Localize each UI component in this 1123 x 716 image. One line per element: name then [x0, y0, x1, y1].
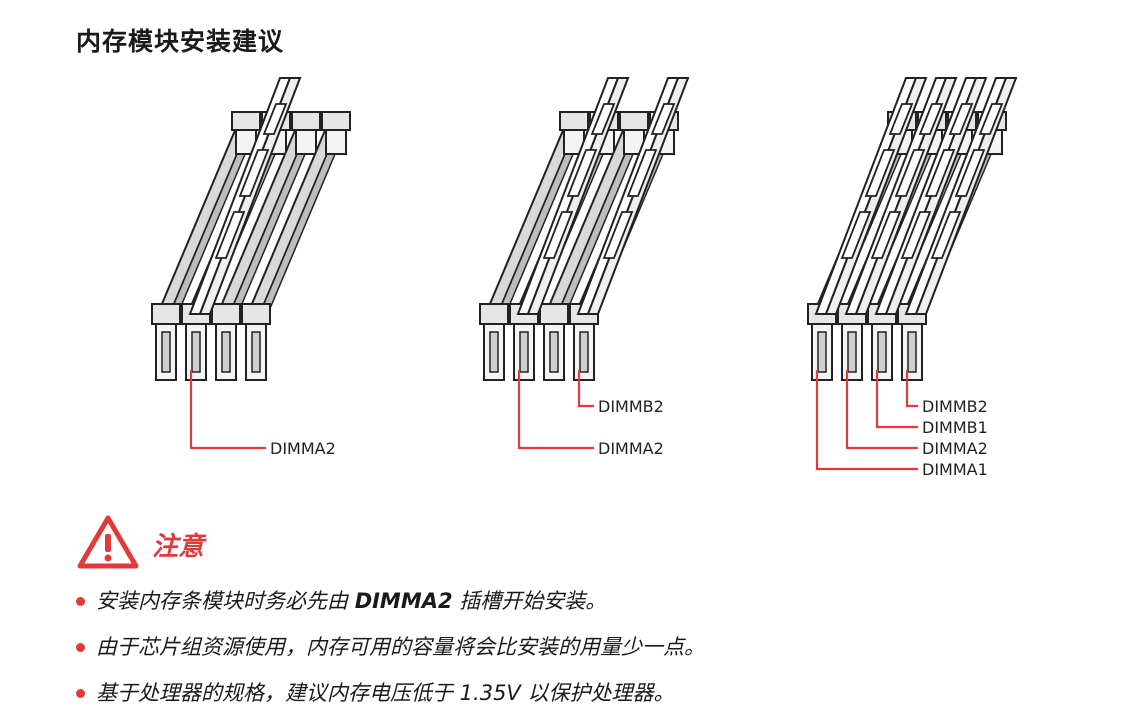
slot-label: DIMMB1 [922, 418, 988, 437]
callout-line-dimmb2 [577, 370, 594, 408]
slot-label: DIMMB2 [922, 397, 988, 416]
slot-label: DIMMA1 [922, 460, 988, 479]
notice-item: 基于处理器的规格，建议内存电压低于 1.35V 以保护处理器。 [76, 670, 1076, 716]
callout-line-dimmb2 [905, 370, 918, 408]
notice-header: 注意 [76, 514, 1076, 570]
callout-line-dimma2 [517, 370, 594, 450]
notice-text: 插槽开始安装。 [452, 589, 607, 613]
notice-list: 安装内存条模块时务必先由 DIMMA2 插槽开始安装。 由于芯片组资源使用，内存… [76, 578, 1076, 716]
notice-text: 基于处理器的规格，建议内存电压低于 1.35V 以保护处理器。 [96, 681, 675, 705]
notice-item: 安装内存条模块时务必先由 DIMMA2 插槽开始安装。 [76, 578, 1076, 624]
page-title: 内存模块安装建议 [76, 27, 285, 56]
notice-title: 注意 [152, 531, 205, 562]
memory-slot-diagram: DIMMA2 DIMMB2 DIMMA2 DIMMB2 DIMMB1 DIMMA… [151, 77, 1017, 479]
notice-text: 安装内存条模块时务必先由 [96, 589, 355, 613]
config-one-module [151, 77, 351, 381]
notice-section: 注意 安装内存条模块时务必先由 DIMMA2 插槽开始安装。 由于芯片组资源使用… [76, 514, 1076, 716]
slot-label: DIMMA2 [270, 439, 336, 458]
callout-line-dimma1 [815, 370, 918, 471]
notice-emphasis: DIMMA2 [354, 589, 453, 613]
config-two-modules [479, 77, 689, 381]
config-four-modules [807, 77, 1017, 381]
slot-label: DIMMA2 [922, 439, 988, 458]
slot-label: DIMMA2 [598, 439, 664, 458]
callout-line-dimmb1 [875, 370, 918, 429]
callout-line-dimma2 [845, 370, 918, 450]
slot-label: DIMMB2 [598, 397, 664, 416]
notice-item: 由于芯片组资源使用，内存可用的容量将会比安装的用量少一点。 [76, 624, 1076, 670]
callout-line-dimma2 [189, 370, 266, 450]
notice-text: 由于芯片组资源使用，内存可用的容量将会比安装的用量少一点。 [96, 635, 705, 659]
warning-triangle-icon [77, 515, 139, 569]
